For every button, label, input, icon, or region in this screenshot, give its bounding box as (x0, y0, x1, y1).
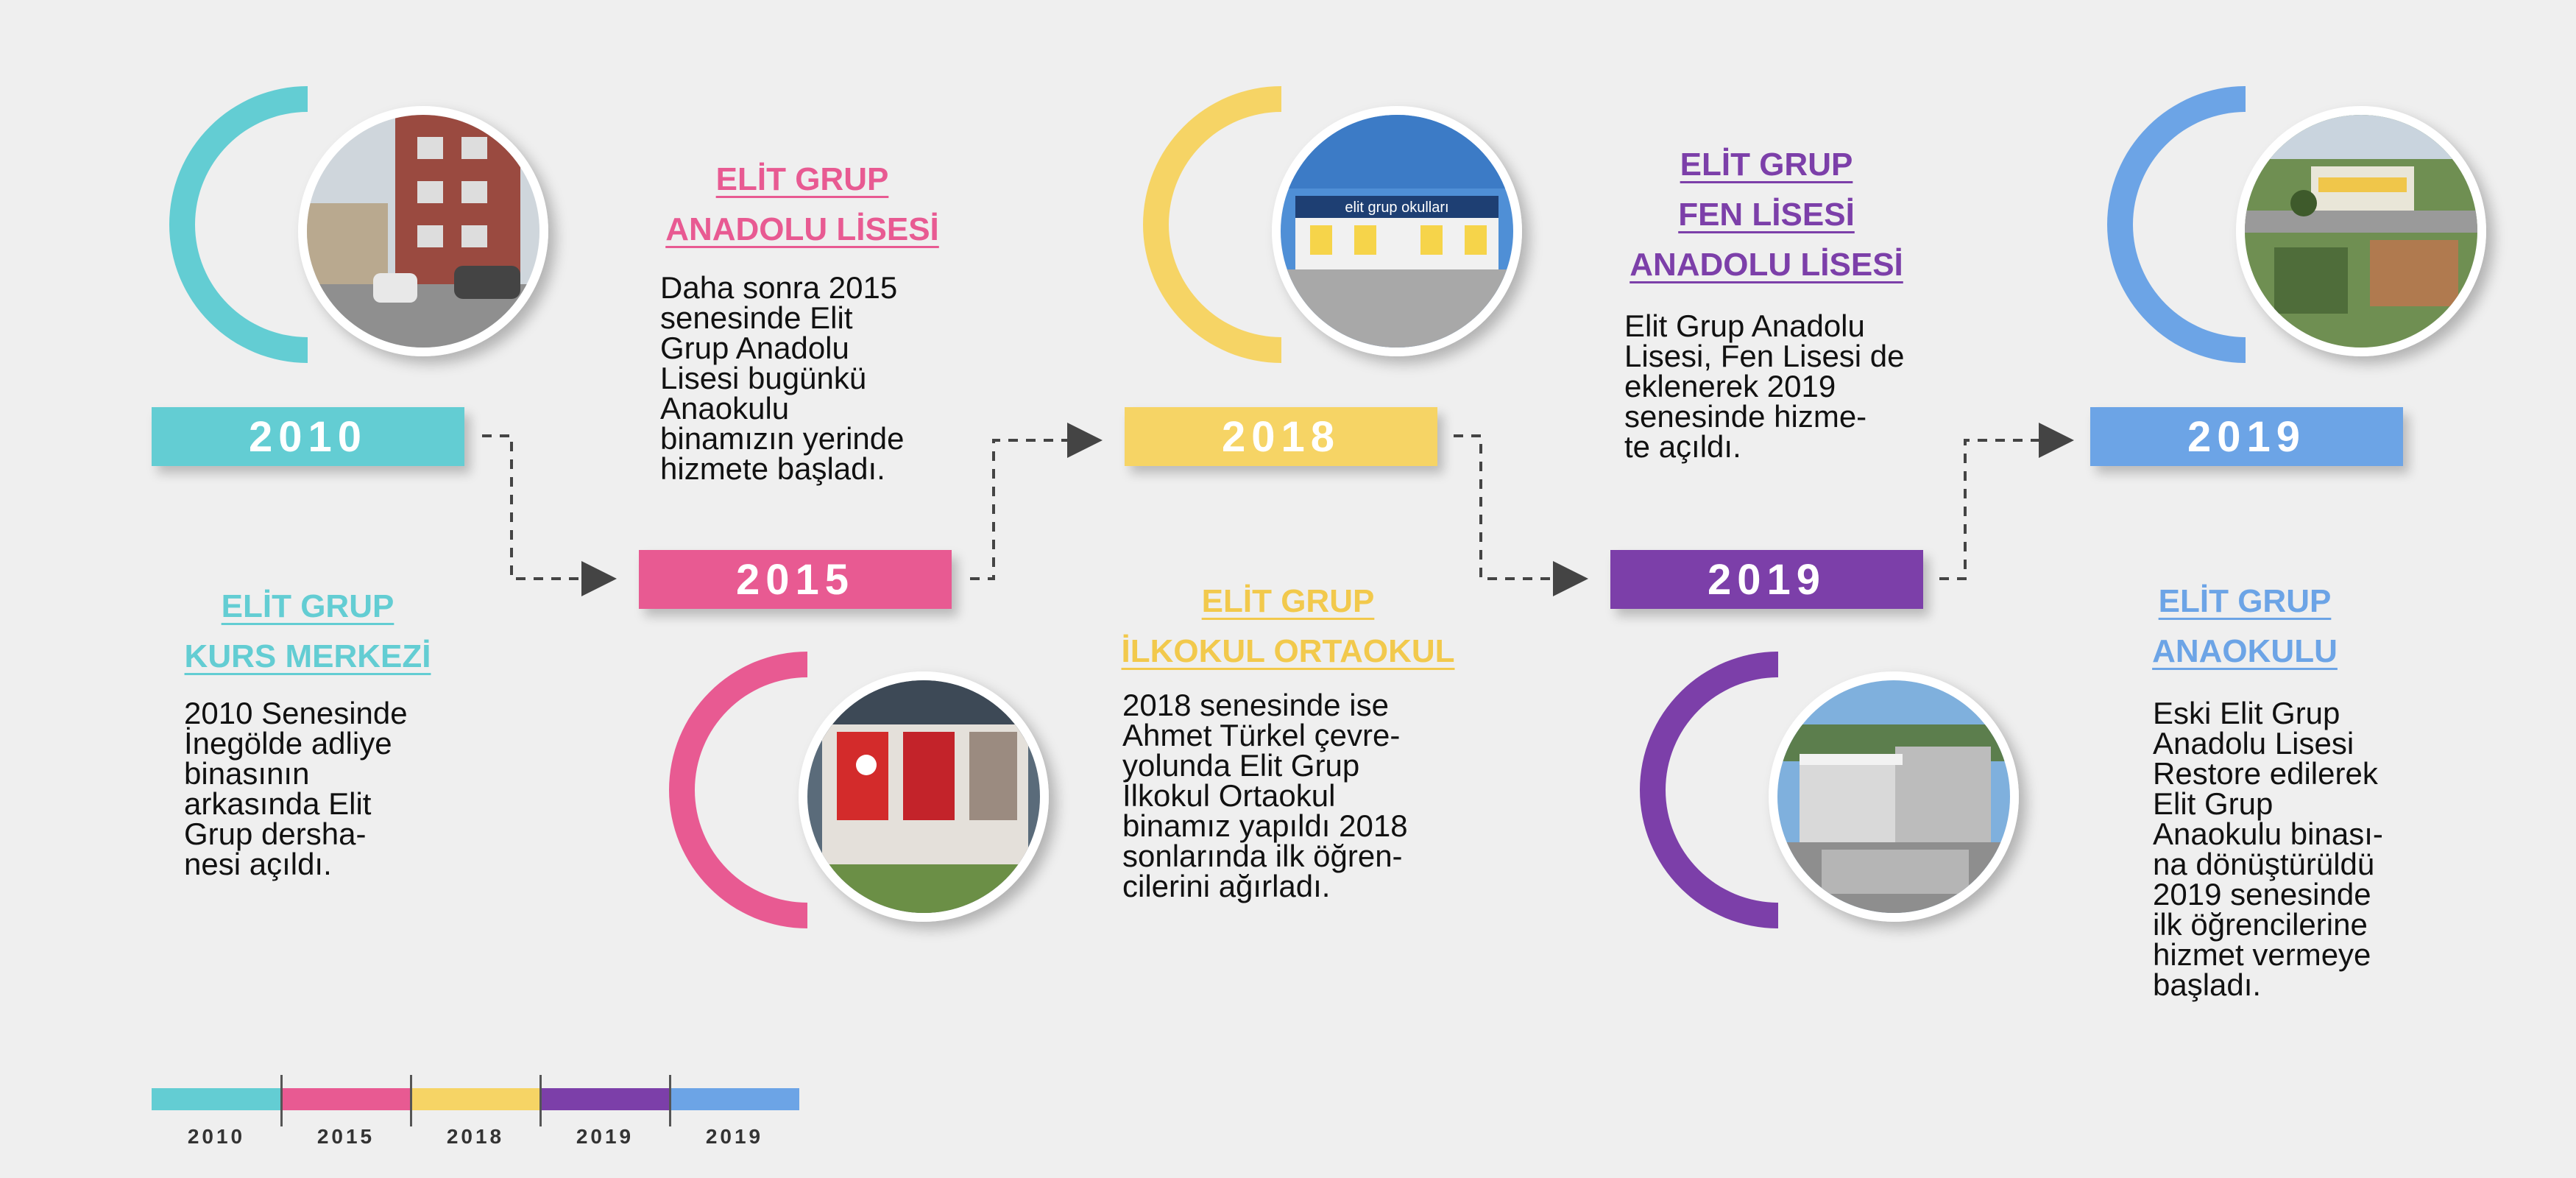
text-line: hizmet vermeye (2153, 937, 2371, 972)
legend-bar-2019-purple (540, 1088, 670, 1110)
heading-line: ELİT GRUP (1680, 147, 1853, 183)
text-line: Lisesi, Fen Lisesi de (1624, 339, 1905, 373)
year-bar-2019-blue: 2019 (2090, 407, 2403, 466)
text-line: Anadolu Lisesi (2153, 726, 2354, 761)
text-line: te açıldı. (1624, 429, 1741, 464)
heading-anaokulu: ELİT GRUP ANAOKULU (2134, 576, 2355, 677)
text-line: binamızın yerinde (660, 421, 905, 456)
connector-2019-2019 (1939, 423, 2074, 580)
heading-line: KURS MERKEZİ (184, 638, 431, 674)
legend-label-2010: 2010 (187, 1125, 246, 1148)
heading-line: ANADOLU LİSESİ (1630, 247, 1903, 283)
text-line: sonlarında ilk öğren- (1122, 839, 1403, 873)
arc-2019-blue (2107, 86, 2246, 363)
legend-bar-2015 (281, 1088, 411, 1110)
heading-kurs-merkezi: ELİT GRUP KURS MERKEZİ (160, 582, 455, 682)
photo-2015-building (799, 671, 1049, 922)
heading-line: İLKOKUL ORTAOKUL (1121, 633, 1455, 669)
heading-line: ELİT GRUP (2158, 583, 2332, 619)
text-line: hizmete başladı. (660, 451, 885, 486)
year-bar-2010: 2010 (152, 407, 464, 466)
text-line: senesinde Elit (660, 300, 853, 335)
text-line: ilk öğrencilerine (2153, 907, 2368, 942)
connector-2015-2018 (970, 423, 1103, 580)
legend-label-2019-blue: 2019 (705, 1125, 764, 1148)
text-line: İlkokul Ortaokul (1122, 778, 1336, 813)
heading-line: ELİT GRUP (1201, 583, 1375, 619)
text-line: İnegölde adliye (184, 726, 392, 761)
text-line: nesi açıldı. (184, 847, 332, 881)
connector-2018-2019 (1454, 434, 1588, 596)
text-line: Ahmet Türkel çevre- (1122, 718, 1401, 752)
heading-fen-lisesi: ELİT GRUP FEN LİSESİ ANADOLU LİSESİ (1612, 140, 1921, 290)
heading-line: ELİT GRUP (221, 588, 394, 624)
heading-anadolu-lisesi: ELİT GRUP ANADOLU LİSESİ (648, 155, 957, 255)
arc-2015 (669, 652, 807, 928)
legend-label-2018: 2018 (446, 1125, 505, 1148)
text-line: Lisesi bugünkü (660, 361, 867, 395)
photo-sign-text: elit grup okulları (1345, 200, 1448, 216)
legend-divider (539, 1075, 542, 1126)
heading-line: ANADOLU LİSESİ (665, 211, 939, 247)
year-bar-2018: 2018 (1125, 407, 1437, 466)
text-line: Eski Elit Grup (2153, 696, 2340, 730)
legend-divider (410, 1075, 412, 1126)
text-line: yolunda Elit Grup (1122, 748, 1360, 783)
text-line: Elit Grup (2153, 786, 2274, 821)
text-line: Restore edilerek (2153, 756, 2378, 791)
heading-line: ELİT GRUP (715, 161, 889, 197)
description-2019-fen: Elit Grup Anadolu Lisesi, Fen Lisesi de … (1624, 311, 1905, 462)
photo-2018-building: elit grup okulları (1272, 106, 1522, 356)
description-2015: Daha sonra 2015 senesinde Elit Grup Anad… (660, 272, 905, 484)
text-line: senesinde hizme- (1624, 399, 1867, 434)
year-bar-2019-purple: 2019 (1610, 550, 1923, 609)
legend-bar-2018 (411, 1088, 540, 1110)
text-line: eklenerek 2019 (1624, 369, 1836, 403)
text-line: Anaokulu binası- (2153, 817, 2383, 851)
photo-2010-building (298, 106, 548, 356)
legend-divider (280, 1075, 283, 1126)
text-line: Grup dersha- (184, 817, 367, 851)
photo-2019-anaokulu-aerial (2236, 106, 2486, 356)
text-line: başladı. (2153, 967, 2262, 1002)
heading-line: ANAOKULU (2152, 633, 2338, 669)
description-2019-anaokulu: Eski Elit Grup Anadolu Lisesi Restore ed… (2153, 696, 2383, 1002)
arc-2019-purple (1640, 652, 1778, 928)
legend-label-2019-purple: 2019 (576, 1125, 634, 1148)
description-2010: 2010 Senesinde İnegölde adliye binasının… (184, 696, 408, 881)
legend-bar-2019-blue (670, 1088, 799, 1110)
text-line: binasının (184, 756, 310, 791)
text-line: 2010 Senesinde (184, 696, 408, 730)
heading-ilkokul-ortaokul: ELİT GRUP İLKOKUL ORTAOKUL (1104, 576, 1472, 677)
description-2018: 2018 senesinde ise Ahmet Türkel çevre- y… (1122, 688, 1408, 903)
photo-2019-fen-building (1769, 671, 2019, 922)
text-line: Daha sonra 2015 (660, 270, 898, 305)
legend-label-2015: 2015 (316, 1125, 375, 1148)
text-line: Elit Grup Anadolu (1624, 308, 1865, 343)
text-line: binamız yapıldı 2018 (1122, 808, 1408, 843)
text-line: arkasında Elit (184, 786, 372, 821)
year-bar-2015: 2015 (639, 550, 952, 609)
text-line: cilerini ağırladı. (1122, 869, 1331, 903)
text-line: 2018 senesinde ise (1122, 688, 1389, 722)
text-line: Grup Anadolu (660, 331, 849, 365)
text-line: na dönüştürüldü (2153, 847, 2375, 881)
legend-bar-2010 (152, 1088, 281, 1110)
heading-line: FEN LİSESİ (1678, 197, 1855, 233)
legend-divider (669, 1075, 671, 1126)
arc-2018 (1143, 86, 1281, 363)
text-line: Anaokulu (660, 391, 790, 426)
arc-2010 (169, 86, 308, 363)
text-line: 2019 senesinde (2153, 877, 2371, 911)
